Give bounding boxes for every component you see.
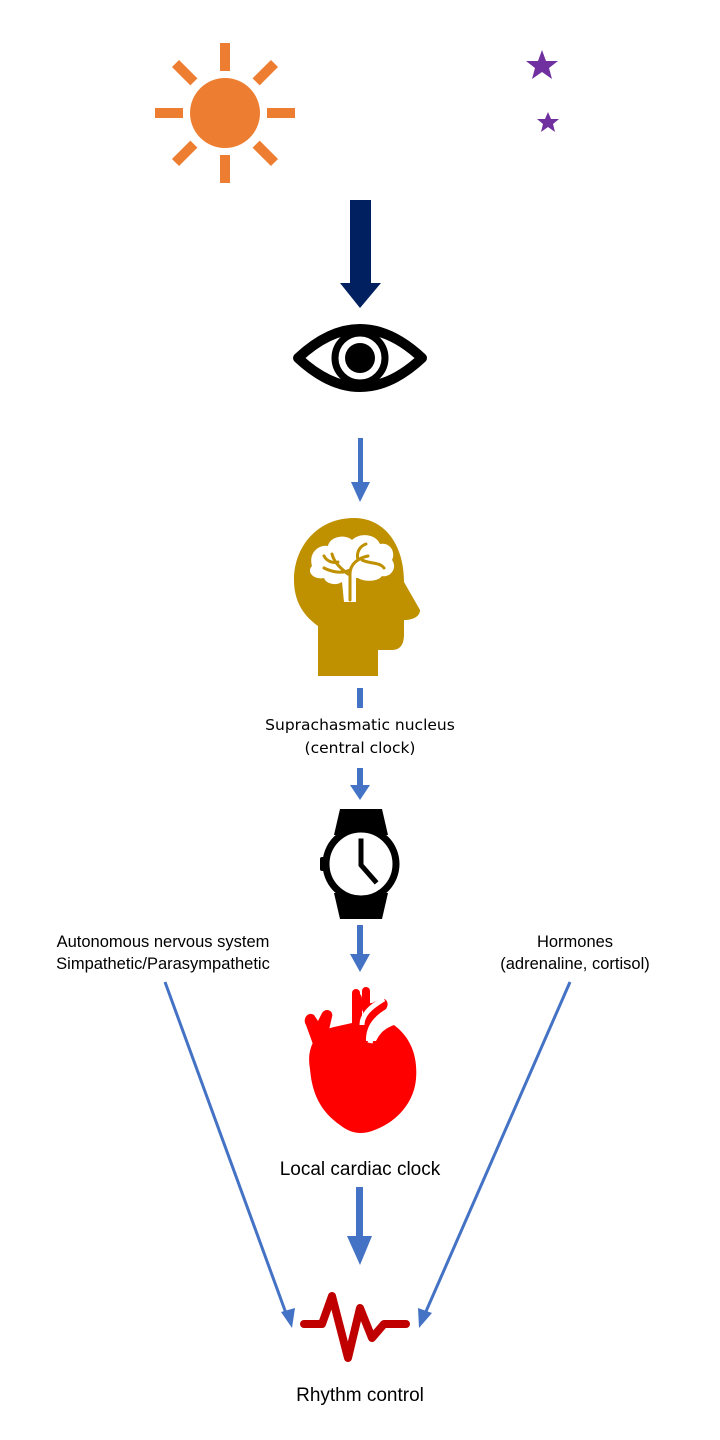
moon-stars-icon bbox=[426, 50, 559, 164]
autonomous-to-rhythm-arrow bbox=[163, 981, 295, 1328]
ans-label-line2: Simpathetic/Parasympathetic bbox=[56, 955, 270, 973]
eye-to-brain-arrow bbox=[351, 438, 370, 502]
sun-icon bbox=[155, 43, 295, 183]
scn-label-line2: (central clock) bbox=[304, 739, 416, 757]
ans-label-line1: Autonomous nervous system bbox=[56, 933, 270, 951]
autonomous-nervous-system-label: Autonomous nervous system Simpathetic/Pa… bbox=[28, 931, 298, 975]
clock-to-heart-arrow bbox=[350, 925, 370, 972]
scn-label: Suprachasmatic nucleus (central clock) bbox=[210, 714, 510, 760]
hormones-to-rhythm-arrow bbox=[418, 981, 572, 1328]
light-input-arrow bbox=[340, 200, 381, 308]
heart-to-rhythm-arrow bbox=[347, 1187, 372, 1265]
hormones-label-line1: Hormones bbox=[536, 933, 614, 951]
wristwatch-icon bbox=[320, 809, 400, 919]
hormones-label: Hormones (adrenaline, cortisol) bbox=[470, 931, 680, 975]
hormones-label-line2: (adrenaline, cortisol) bbox=[500, 955, 650, 973]
scn-label-line1: Suprachasmatic nucleus bbox=[265, 716, 455, 734]
local-cardiac-clock-label: Local cardiac clock bbox=[279, 1159, 441, 1180]
scn-to-clock-arrow bbox=[350, 768, 370, 800]
heart-icon bbox=[304, 987, 417, 1133]
rhythm-control-label: Rhythm control bbox=[296, 1385, 424, 1406]
head-brain-icon bbox=[294, 518, 420, 676]
eye-icon bbox=[293, 324, 427, 392]
pulse-icon bbox=[300, 1292, 410, 1362]
brain-to-scn-connector bbox=[357, 688, 363, 708]
